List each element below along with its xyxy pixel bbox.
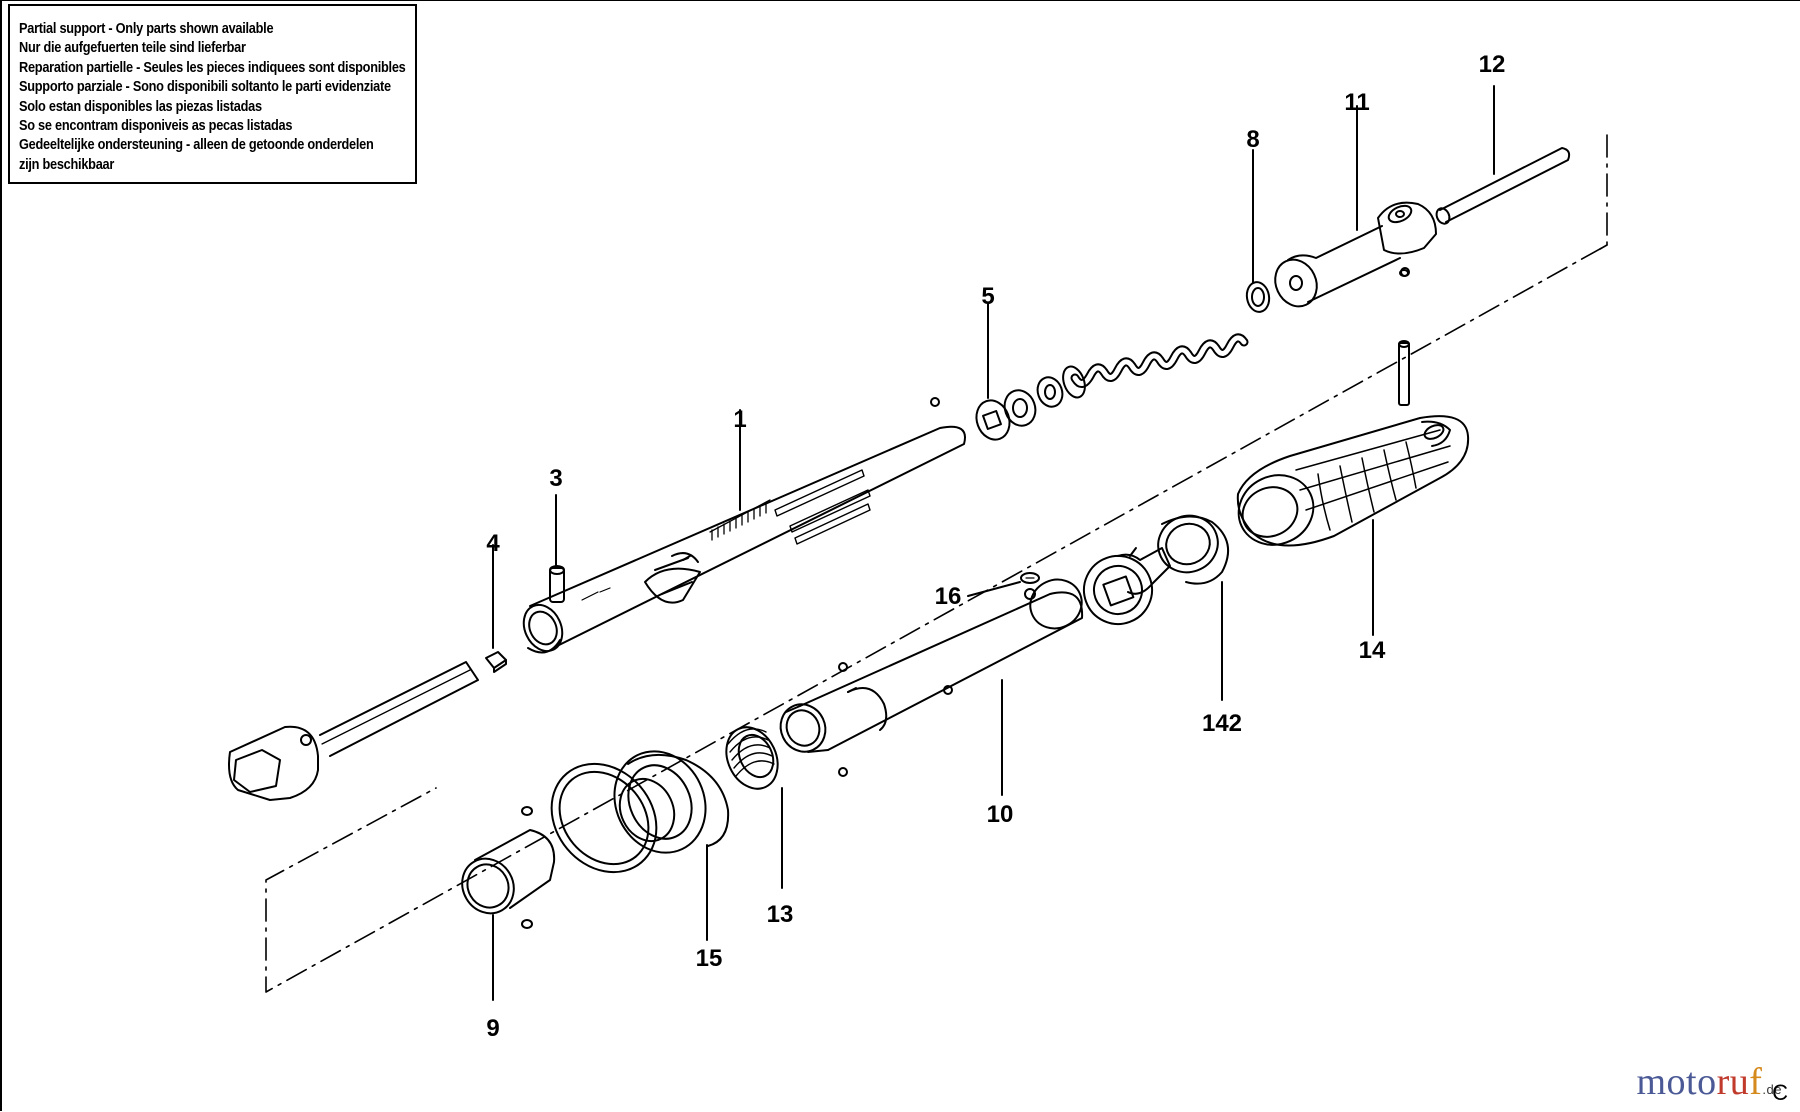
watermark-part-c: f <box>1749 1061 1763 1103</box>
part-3-pin <box>549 494 565 603</box>
notice-line-nl-cont: zijn beschikbaar <box>19 156 115 173</box>
part-label-9: 9 <box>486 1015 499 1042</box>
part-label-14: 14 <box>1359 637 1386 664</box>
notice-line-en: Partial support - Only parts shown avail… <box>19 21 274 37</box>
partial-support-notice: Partial support - Only parts shown avail… <box>8 4 417 184</box>
part-142-collar <box>1083 514 1230 701</box>
part-16-screw <box>967 572 1040 597</box>
notice-line-es: Solo estan disponibles las piezas listad… <box>19 98 262 115</box>
part-4-insert <box>485 544 507 673</box>
part-10-lower-tube <box>779 578 1084 796</box>
part-label-10: 10 <box>987 801 1014 828</box>
part-14-handle-grip <box>1236 269 1470 636</box>
notice-line-de: Nur die aufgefuerten teile sind lieferba… <box>19 40 246 57</box>
notice-line-nl: Gedeeltelijke ondersteuning - alleen de … <box>19 137 374 154</box>
notice-line-fr: Reparation partielle - Seules les pieces… <box>19 59 406 76</box>
drive-bar-square-head <box>228 661 479 801</box>
watermark-part-a: moto <box>1636 1061 1717 1103</box>
part-label-11: 11 <box>1344 89 1369 116</box>
part-12-pin <box>1435 85 1571 225</box>
large-washer <box>550 762 658 874</box>
assembly-axis-lines <box>265 134 1608 993</box>
part-label-16: 16 <box>935 583 962 610</box>
part-1-main-tube <box>522 409 966 654</box>
part-label-5: 5 <box>981 283 994 310</box>
part-11-shaft <box>1274 105 1437 308</box>
notice-line-it: Supporto parziale - Sono disponibili sol… <box>19 79 391 96</box>
part-label-4: 4 <box>486 530 500 557</box>
motoruf-watermark: motoruf.de <box>1636 1060 1782 1104</box>
part-9-end-cap <box>461 806 556 1001</box>
part-label-3: 3 <box>549 465 562 492</box>
part-label-8: 8 <box>1246 126 1259 153</box>
part-label-12: 12 <box>1479 51 1506 78</box>
part-15-ring <box>613 750 730 941</box>
part-8-washer <box>1245 149 1271 313</box>
part-13-threaded-ring <box>725 726 783 889</box>
part-label-15: 15 <box>696 945 723 972</box>
spring <box>1036 333 1249 408</box>
notice-line-pt: So se encontram disponiveis as pecas lis… <box>19 118 293 135</box>
watermark-suffix: .de <box>1762 1082 1782 1097</box>
part-label-13: 13 <box>767 901 794 928</box>
part-label-1: 1 <box>733 406 746 433</box>
corner-letter: C <box>1772 1080 1788 1105</box>
part-label-142: 142 <box>1202 710 1242 737</box>
watermark-part-b: ru <box>1716 1061 1750 1103</box>
part-5-bushing <box>930 302 1037 441</box>
